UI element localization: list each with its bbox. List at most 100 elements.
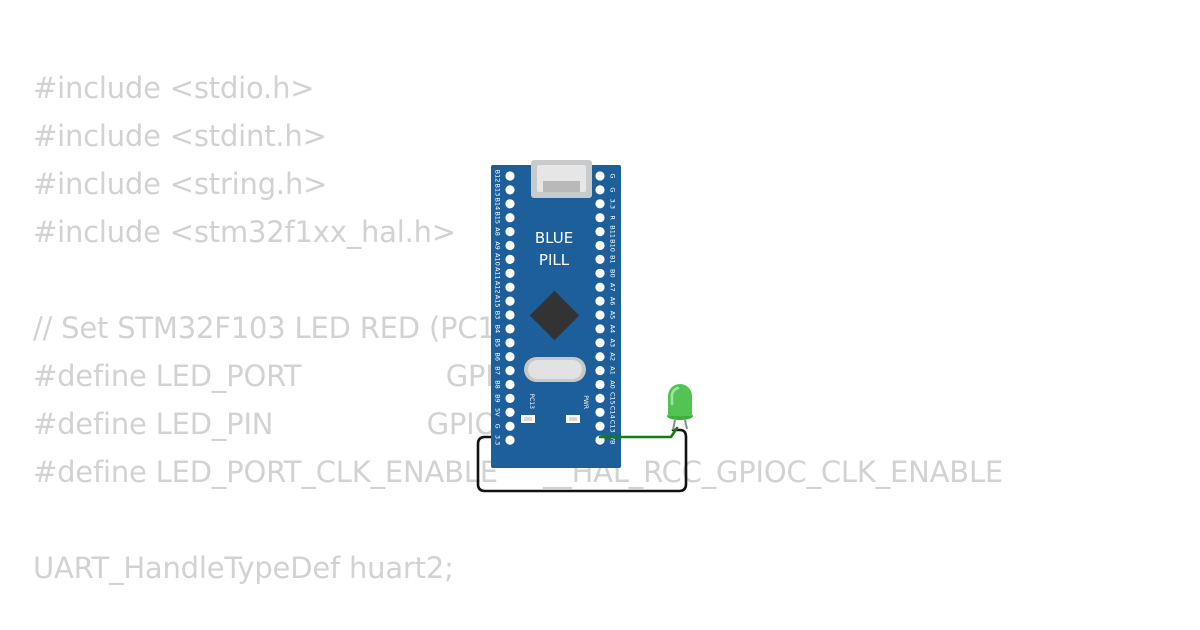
code-line: #include <string.h> bbox=[33, 167, 328, 201]
pin-label: G bbox=[609, 173, 617, 178]
pin-label: A5 bbox=[609, 311, 617, 320]
pin-label: B12 bbox=[494, 170, 502, 183]
pin-label: R bbox=[609, 215, 617, 220]
pin-label: B13 bbox=[494, 184, 502, 197]
header-pin[interactable] bbox=[505, 324, 515, 334]
header-pin[interactable] bbox=[505, 407, 515, 417]
header-pin[interactable] bbox=[505, 268, 515, 278]
board-name-line2: PILL bbox=[539, 251, 570, 269]
header-pin[interactable] bbox=[595, 393, 605, 403]
pin-label: B7 bbox=[494, 366, 502, 375]
pin-label: VB bbox=[609, 436, 617, 445]
header-pin[interactable] bbox=[595, 199, 605, 209]
header-pin[interactable] bbox=[595, 407, 605, 417]
pin-label: A8 bbox=[494, 227, 502, 236]
header-pin[interactable] bbox=[505, 421, 515, 431]
pc13-led-indicator: PC13 bbox=[521, 394, 535, 423]
header-pin[interactable] bbox=[505, 227, 515, 237]
blue-pill-board[interactable]: BLUE PILL PC13 PWR B12B13B14B15A8A9A10A1… bbox=[491, 160, 621, 468]
signal-wire[interactable] bbox=[598, 426, 679, 439]
pin-label: B8 bbox=[494, 380, 502, 389]
pin-label: B14 bbox=[494, 197, 502, 210]
pin-label: B11 bbox=[609, 225, 617, 238]
header-pin[interactable] bbox=[595, 379, 605, 390]
pin-label: A11 bbox=[494, 267, 502, 280]
header-pin[interactable] bbox=[595, 296, 605, 306]
right-pin-header: GG3.3RB11B10B1B0A7A6A5A4A3A2A1A0C15C14C1… bbox=[595, 171, 617, 445]
code-line: // Set STM32F103 LED RED (PC13) bbox=[33, 311, 526, 345]
header-pin[interactable] bbox=[505, 352, 515, 362]
code-line: #include <stdio.h> bbox=[33, 71, 315, 105]
code-line: #include <stm32f1xx_hal.h> bbox=[33, 215, 456, 249]
mcu-chip bbox=[529, 290, 580, 341]
pin-label: C15 bbox=[609, 392, 617, 405]
header-pin[interactable] bbox=[595, 282, 605, 292]
pin-label: A3 bbox=[609, 339, 617, 348]
pwr-label: PWR bbox=[582, 395, 589, 409]
usb-connector bbox=[531, 160, 592, 198]
header-pin[interactable] bbox=[595, 268, 605, 278]
crystal-oscillator bbox=[524, 357, 586, 382]
header-pin[interactable] bbox=[505, 213, 515, 223]
pin-label: B6 bbox=[494, 352, 502, 361]
header-pin[interactable] bbox=[505, 366, 515, 376]
pin-label: 5V bbox=[494, 408, 502, 417]
header-pin[interactable] bbox=[595, 366, 605, 376]
header-pin[interactable] bbox=[505, 379, 515, 390]
pin-label: A0 bbox=[609, 380, 617, 389]
left-pin-header: B12B13B14B15A8A9A10A11A12A15B3B4B5B6B7B8… bbox=[494, 170, 515, 445]
header-pin[interactable] bbox=[595, 213, 605, 223]
pin-label: G bbox=[609, 187, 617, 192]
header-pin[interactable] bbox=[505, 199, 515, 209]
header-pin[interactable] bbox=[595, 240, 605, 251]
pin-label: A1 bbox=[609, 366, 617, 375]
pin-label: A7 bbox=[609, 283, 617, 292]
pin-label: C13 bbox=[609, 420, 617, 433]
header-pin[interactable] bbox=[505, 282, 515, 292]
header-pin[interactable] bbox=[595, 227, 605, 237]
header-pin[interactable] bbox=[595, 324, 605, 334]
green-led[interactable] bbox=[667, 384, 693, 431]
header-pin[interactable] bbox=[505, 310, 515, 320]
pin-label: B3 bbox=[494, 311, 502, 320]
header-pin[interactable] bbox=[595, 310, 605, 320]
header-pin[interactable] bbox=[595, 338, 605, 348]
header-pin[interactable] bbox=[505, 296, 515, 306]
pin-label: B5 bbox=[494, 338, 502, 347]
header-pin[interactable] bbox=[505, 393, 515, 403]
pin-label: A4 bbox=[609, 325, 617, 334]
pin-label: A10 bbox=[494, 253, 502, 266]
pc13-label: PC13 bbox=[528, 394, 535, 410]
pin-label: C14 bbox=[609, 406, 617, 419]
code-line: UART_HandleTypeDef huart2; bbox=[33, 551, 454, 585]
header-pin[interactable] bbox=[595, 421, 605, 431]
ground-wire[interactable] bbox=[476, 428, 688, 493]
header-pin[interactable] bbox=[505, 185, 515, 195]
pin-label: B0 bbox=[609, 269, 617, 278]
board-name-line1: BLUE bbox=[535, 229, 573, 247]
header-pin[interactable] bbox=[595, 254, 605, 264]
header-pin[interactable] bbox=[505, 435, 515, 445]
pin-label: B1 bbox=[609, 255, 617, 264]
pin-label: A15 bbox=[494, 295, 502, 308]
pin-label: A9 bbox=[494, 241, 502, 250]
header-pin[interactable] bbox=[505, 338, 515, 348]
code-line: #include <stdint.h> bbox=[33, 119, 327, 153]
pin-label: 3.3 bbox=[494, 435, 502, 445]
header-pin[interactable] bbox=[505, 254, 515, 264]
header-pin[interactable] bbox=[595, 171, 605, 181]
pwr-led-indicator: PWR bbox=[566, 395, 589, 423]
header-pin[interactable] bbox=[505, 171, 515, 181]
pin-label: 3.3 bbox=[609, 199, 617, 209]
pin-label: G bbox=[494, 424, 502, 429]
header-pin[interactable] bbox=[595, 185, 605, 195]
pin-label: B9 bbox=[494, 394, 502, 403]
header-pin[interactable] bbox=[505, 240, 515, 251]
header-pin[interactable] bbox=[595, 352, 605, 362]
pin-label: A6 bbox=[609, 297, 617, 306]
pin-label: A2 bbox=[609, 352, 617, 361]
pin-label: B4 bbox=[494, 325, 502, 334]
pin-label: B15 bbox=[494, 211, 502, 224]
